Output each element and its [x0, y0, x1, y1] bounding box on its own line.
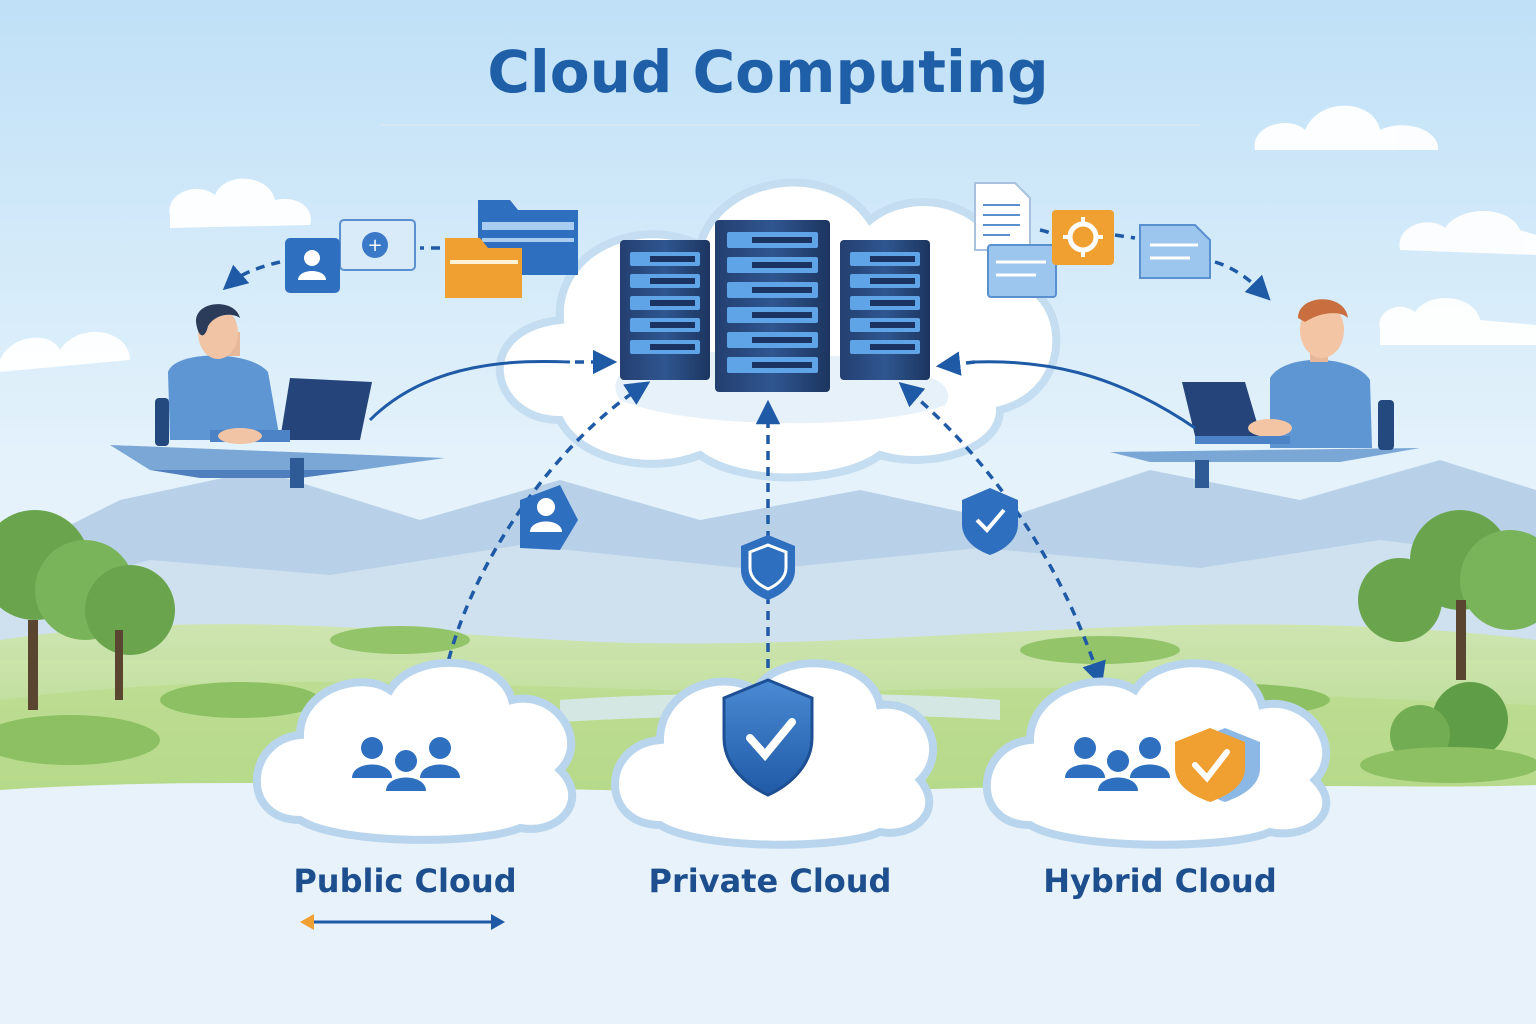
document-icon	[974, 182, 1057, 298]
shield-check-icon	[962, 488, 1018, 555]
shield-check-icon	[1175, 728, 1260, 802]
user-badge-icon	[520, 485, 578, 550]
folder-icon	[445, 200, 578, 298]
shield-check-icon	[741, 535, 795, 600]
person-laptop-icon	[1110, 299, 1420, 488]
sky-clouds	[0, 105, 1536, 372]
connection-lines	[368, 359, 1196, 430]
user-profile-card-icon: +	[285, 219, 416, 293]
trees-left	[0, 510, 470, 765]
trees-right	[1020, 510, 1536, 783]
gear-icon	[1052, 210, 1114, 265]
page-title: Cloud Computing	[487, 38, 1049, 106]
double-arrow-icon	[300, 914, 505, 930]
shield-check-icon	[722, 678, 814, 797]
svg-text:+: +	[367, 235, 382, 256]
server-rack-icon	[620, 220, 930, 392]
document-icon	[1139, 224, 1211, 279]
public-cloud	[252, 658, 577, 844]
private-cloud-label: Private Cloud	[648, 862, 892, 900]
public-cloud-label: Public Cloud	[293, 862, 517, 900]
hybrid-cloud-label: Hybrid Cloud	[1043, 862, 1277, 900]
person-laptop-icon	[110, 304, 445, 488]
